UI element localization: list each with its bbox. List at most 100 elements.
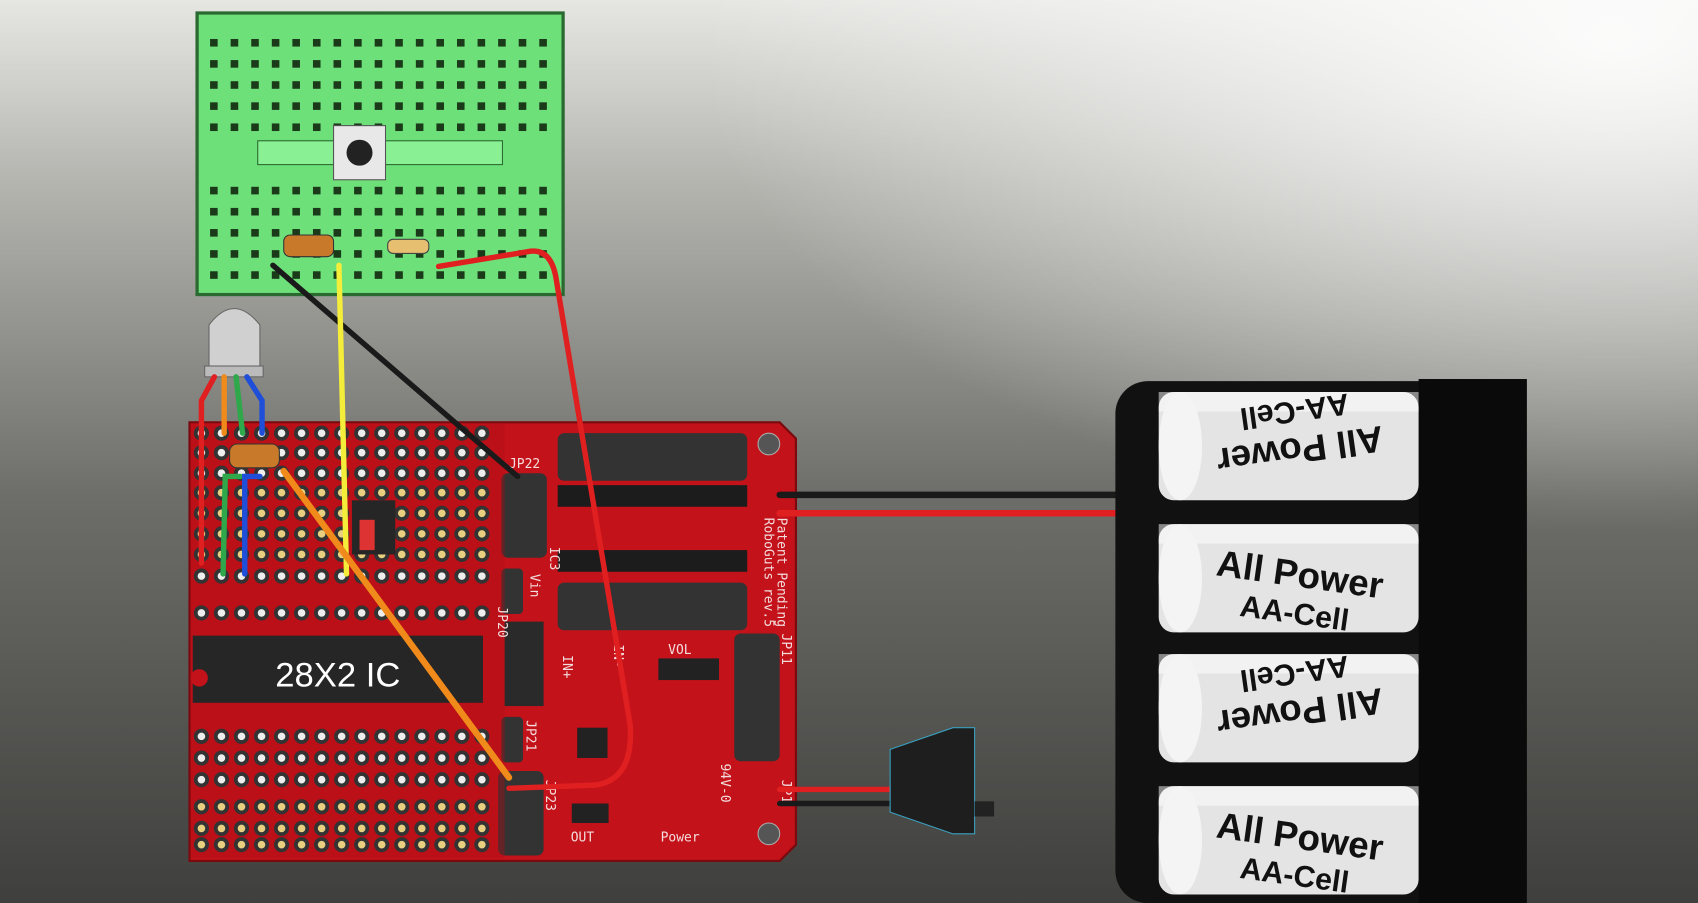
power-switch[interactable]	[889, 727, 976, 835]
breadboard-hole	[498, 81, 506, 89]
pin-pad	[277, 609, 286, 617]
breadboard-hole	[333, 81, 342, 89]
breadboard-hole	[354, 250, 362, 258]
breadboard-hole	[312, 207, 321, 216]
breadboard-hole	[395, 271, 403, 279]
pin-pad	[478, 530, 486, 538]
pin-pad	[377, 775, 386, 784]
breadboard-hole	[292, 38, 300, 47]
breadboard-hole	[271, 102, 280, 110]
breadboard-hole	[518, 186, 527, 195]
pin-pad	[478, 754, 486, 762]
pin-pad	[397, 572, 406, 580]
pin-pad	[417, 802, 426, 811]
breadboard-hole	[518, 102, 527, 110]
pin-pad	[357, 754, 366, 762]
chip-label: 28X2 IC	[275, 657, 400, 695]
pin-pad	[417, 775, 426, 784]
breadboard-hole	[374, 81, 383, 89]
pin-pad	[197, 609, 206, 617]
pin-pad	[458, 754, 466, 762]
breadboard-hole	[415, 102, 424, 110]
breadboard-hole	[271, 271, 280, 279]
breadboard-hole	[210, 102, 218, 110]
pin-pad	[478, 550, 486, 559]
pin-pad	[438, 572, 446, 580]
pin-pad	[257, 572, 266, 580]
pin-pad	[377, 732, 386, 741]
breadboard-hole	[374, 271, 383, 279]
pin-pad	[478, 429, 486, 437]
breadboard-hole	[456, 229, 465, 237]
pin-pad	[257, 754, 266, 762]
pin-pad	[397, 732, 406, 741]
ic-chip	[192, 635, 483, 703]
pin-pad	[357, 824, 366, 833]
pin-pad	[417, 824, 426, 833]
pin-pad	[297, 840, 306, 849]
pin-pad	[317, 429, 326, 437]
breadboard-hole	[292, 81, 300, 89]
pin-pad	[237, 802, 246, 811]
pin-pad	[438, 550, 446, 559]
breadboard-hole	[456, 81, 465, 89]
pin-pad	[357, 732, 366, 741]
breadboard-hole	[456, 186, 465, 195]
breadboard-hole	[498, 186, 506, 195]
breadboard-hole	[354, 60, 362, 68]
breadboard-hole	[230, 60, 239, 68]
pin-pad	[438, 429, 446, 437]
pin-pad	[317, 732, 326, 741]
pin-pad	[337, 732, 346, 741]
breadboard-hole	[251, 207, 259, 216]
breadboard-hole	[436, 271, 444, 279]
breadboard-hole	[230, 186, 239, 195]
pin-pad	[377, 429, 386, 437]
pin-pad	[277, 572, 286, 580]
breadboard-hole	[395, 229, 403, 237]
breadboard-hole	[456, 250, 465, 258]
pin-pad	[357, 469, 366, 478]
pin-pad	[317, 448, 326, 457]
pin-pad	[277, 840, 286, 849]
breadboard-hole	[436, 186, 444, 195]
breadboard-hole	[456, 60, 465, 68]
breadboard-hole	[230, 81, 239, 89]
breadboard-hole	[498, 207, 506, 216]
pin-pad	[478, 802, 486, 811]
pin-pad	[397, 775, 406, 784]
breadboard-hole	[539, 60, 547, 68]
pin-pad	[317, 572, 326, 580]
pin-pad	[197, 802, 206, 811]
pin-pad	[478, 572, 486, 580]
breadboard-hole	[210, 81, 218, 89]
pin-pad	[458, 840, 466, 849]
pin-pad	[277, 530, 286, 538]
breadboard-hole	[539, 207, 547, 216]
breadboard-hole	[292, 123, 300, 132]
pin-pad	[257, 824, 266, 833]
pin-pad	[438, 469, 446, 478]
pin-pad	[297, 802, 306, 811]
pin-pad	[357, 429, 366, 437]
breadboard-hole	[292, 207, 300, 216]
pin-pad	[438, 802, 446, 811]
pin-pad	[197, 732, 206, 741]
pin-pad	[237, 754, 246, 762]
pin-pad	[217, 775, 226, 784]
breadboard-hole	[539, 123, 547, 132]
resistor	[387, 238, 430, 254]
pin-pad	[417, 448, 426, 457]
breadboard-hole	[477, 102, 486, 110]
breadboard-hole	[354, 38, 362, 47]
pin-pad	[217, 732, 226, 741]
breadboard-hole	[333, 229, 342, 237]
pin-pad	[217, 609, 226, 617]
pin-pad	[277, 509, 286, 518]
pin-pad	[257, 840, 266, 849]
pin-pad	[257, 550, 266, 559]
pin-pad	[257, 509, 266, 518]
label-in-plus: IN+	[559, 655, 574, 679]
